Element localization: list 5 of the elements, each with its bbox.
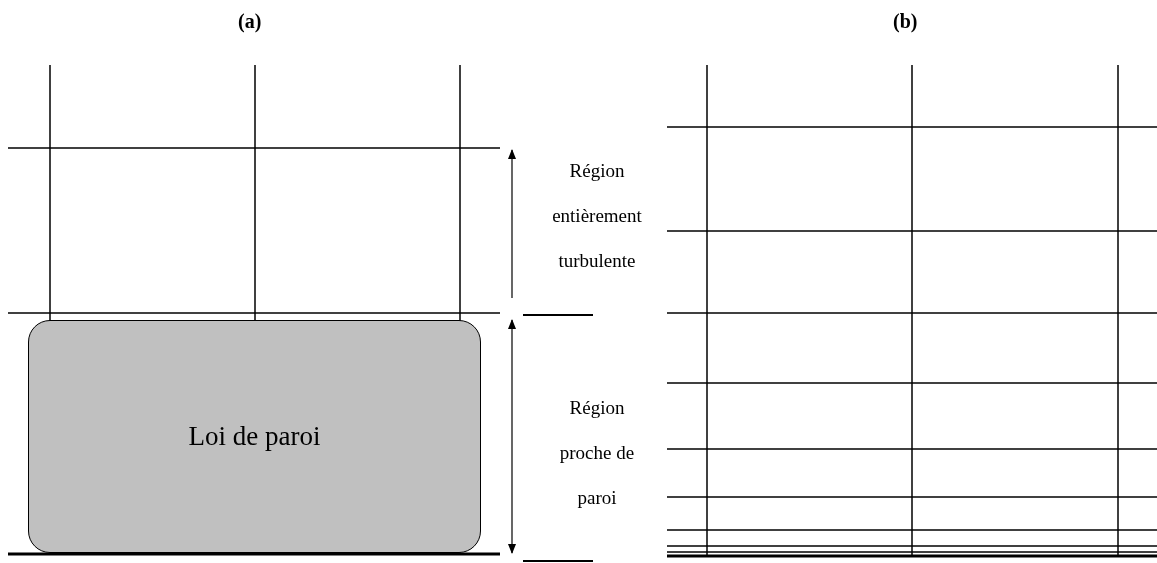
region-label: Région entièrement turbulente — [551, 159, 643, 273]
wall-law-box: Loi de paroi — [28, 320, 481, 553]
panel-label: (a) — [238, 10, 262, 33]
region-label: Région proche de paroi — [558, 396, 636, 510]
panel-label: (b) — [893, 10, 918, 33]
